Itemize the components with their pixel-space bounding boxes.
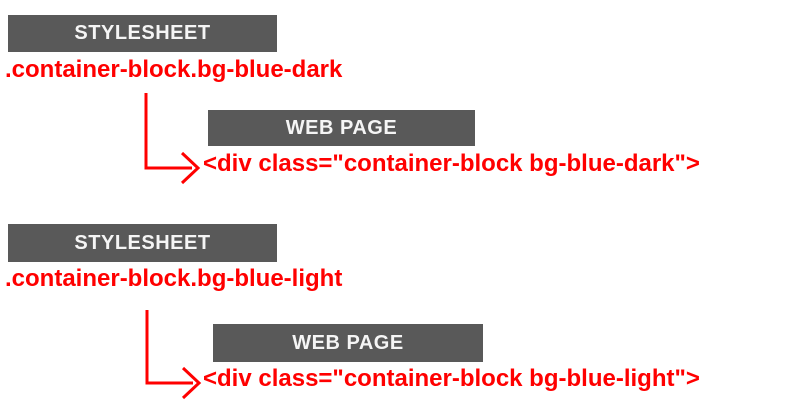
webpage-header-box: WEB PAGE (208, 110, 475, 146)
css-selector-text: .container-block.bg-blue-dark (5, 56, 343, 83)
stylesheet-header-box: STYLESHEET (8, 224, 277, 262)
selector-to-html-arrow-icon (145, 310, 202, 400)
selector-to-html-arrow-icon (144, 93, 201, 185)
stylesheet-header-label: STYLESHEET (74, 22, 211, 44)
css-selector-text: .container-block.bg-blue-light (5, 265, 343, 292)
webpage-header-label: WEB PAGE (292, 331, 404, 354)
html-code-text: <div class="container-block bg-blue-dark… (203, 150, 700, 177)
html-code-text: <div class="container-block bg-blue-ligh… (203, 365, 700, 392)
webpage-header-label: WEB PAGE (285, 116, 398, 139)
stylesheet-header-box: STYLESHEET (8, 15, 277, 52)
webpage-header-box: WEB PAGE (213, 324, 483, 362)
stylesheet-header-label: STYLESHEET (74, 231, 211, 254)
